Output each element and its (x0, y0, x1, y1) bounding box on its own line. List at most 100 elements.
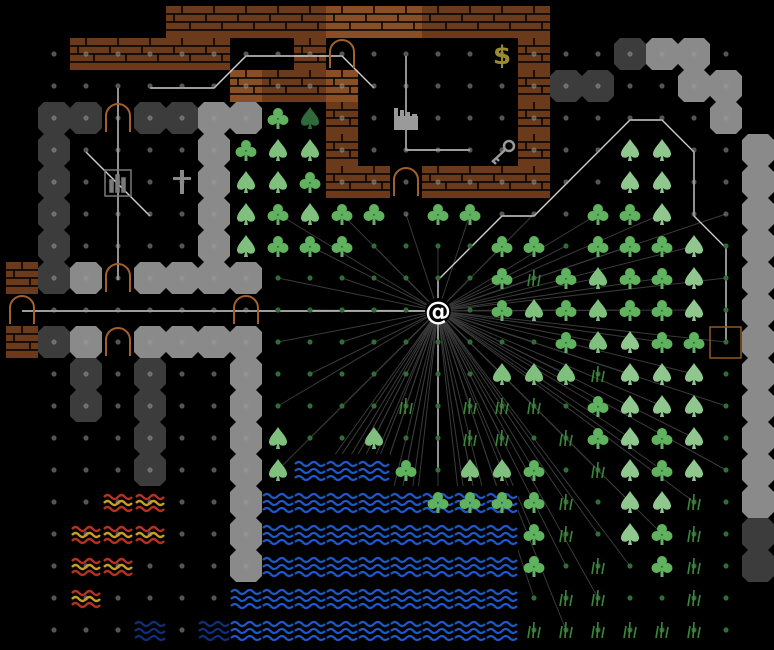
spade-tree-icon (653, 363, 671, 385)
floor-dot (435, 403, 441, 409)
floor-dot (179, 595, 185, 601)
floor-dot (307, 403, 313, 409)
floor-dot (339, 115, 345, 121)
floor-dot (595, 83, 601, 89)
stone-wall-tile (742, 230, 774, 262)
floor-dot (403, 211, 409, 217)
floor-dot (659, 595, 665, 601)
spade-tree-icon (621, 523, 639, 545)
floor-dot (371, 51, 377, 57)
floor-dot (723, 403, 729, 409)
floor-dot (531, 339, 537, 345)
floor-dot (147, 51, 153, 57)
floor-dot (211, 307, 217, 313)
floor-dot (211, 563, 217, 569)
light-ray (437, 310, 599, 407)
spade-tree-icon (589, 267, 607, 289)
floor-dot (307, 275, 313, 281)
floor-dot (51, 211, 57, 217)
spade-tree-icon (269, 427, 287, 449)
sword-icon[interactable] (173, 170, 191, 194)
floor-dot (723, 627, 729, 633)
player-glyph: @ (425, 297, 451, 327)
grass-tuft-icon (687, 557, 701, 575)
light-ray (437, 213, 663, 312)
brick-wall-tile (518, 6, 550, 38)
grass-tuft-icon (591, 365, 605, 383)
floor-dot (723, 307, 729, 313)
lava-wave-icon (103, 557, 133, 577)
floor-dot (563, 243, 569, 249)
glove-icon[interactable] (394, 108, 418, 130)
floor-dot (339, 83, 345, 89)
floor-dot (499, 179, 505, 185)
grass-tuft-icon (559, 621, 573, 639)
brick-wall-tile (262, 6, 294, 38)
floor-dot (691, 211, 697, 217)
floor-dot (243, 467, 249, 473)
floor-dot (147, 211, 153, 217)
floor-dot (51, 339, 57, 345)
floor-dot (435, 83, 441, 89)
player-icon[interactable]: @ (425, 297, 451, 327)
floor-dot (115, 243, 121, 249)
brick-wall-tile (518, 38, 550, 70)
light-ray (277, 213, 439, 312)
floor-dot (147, 435, 153, 441)
floor-dot (115, 307, 121, 313)
grass-tuft-icon (527, 269, 541, 287)
floor-dot (563, 211, 569, 217)
floor-dot (723, 339, 729, 345)
spade-tree-icon (589, 299, 607, 321)
floor-dot (563, 179, 569, 185)
floor-dot (83, 627, 89, 633)
floor-dot (435, 275, 441, 281)
target-cursor[interactable] (709, 326, 742, 359)
lava-wave-icon (135, 493, 165, 513)
gold-coins-icon[interactable]: $ (493, 41, 511, 71)
floor-dot (467, 51, 473, 57)
floor-dot (595, 147, 601, 153)
brick-wall-tile (6, 326, 38, 358)
brick-wall-tile (6, 262, 38, 294)
floor-dot (243, 83, 249, 89)
spade-tree-icon (621, 363, 639, 385)
spade-tree-icon (301, 203, 319, 225)
floor-dot (435, 179, 441, 185)
floor-dot (403, 307, 409, 313)
floor-dot (467, 371, 473, 377)
spade-tree-icon (269, 459, 287, 481)
floor-dot (51, 83, 57, 89)
floor-dot (499, 339, 505, 345)
stone-wall-tile (742, 454, 774, 486)
spade-tree-icon (269, 171, 287, 193)
floor-dot (403, 435, 409, 441)
grass-tuft-icon (687, 525, 701, 543)
floor-dot (723, 243, 729, 249)
light-ray (437, 310, 663, 407)
brick-wall-tile (422, 6, 454, 38)
light-ray (437, 310, 727, 471)
floor-dot (179, 115, 185, 121)
grass-tuft-icon (591, 621, 605, 639)
floor-dot (51, 147, 57, 153)
light-ray (437, 310, 535, 471)
floor-dot (307, 435, 313, 441)
floor-dot (531, 83, 537, 89)
floor-dot (115, 275, 121, 281)
spade-tree-icon (653, 171, 671, 193)
floor-dot (179, 403, 185, 409)
floor-dot (115, 339, 121, 345)
floor-dot (563, 83, 569, 89)
floor-dot (179, 339, 185, 345)
spade-tree-icon (653, 139, 671, 161)
floor-dot (51, 115, 57, 121)
floor-dot (179, 467, 185, 473)
floor-dot (179, 83, 185, 89)
key-icon[interactable] (491, 139, 516, 165)
floor-dot (115, 435, 121, 441)
floor-dot (531, 179, 537, 185)
floor-dot (531, 211, 537, 217)
brick-wall-tile (454, 6, 486, 38)
